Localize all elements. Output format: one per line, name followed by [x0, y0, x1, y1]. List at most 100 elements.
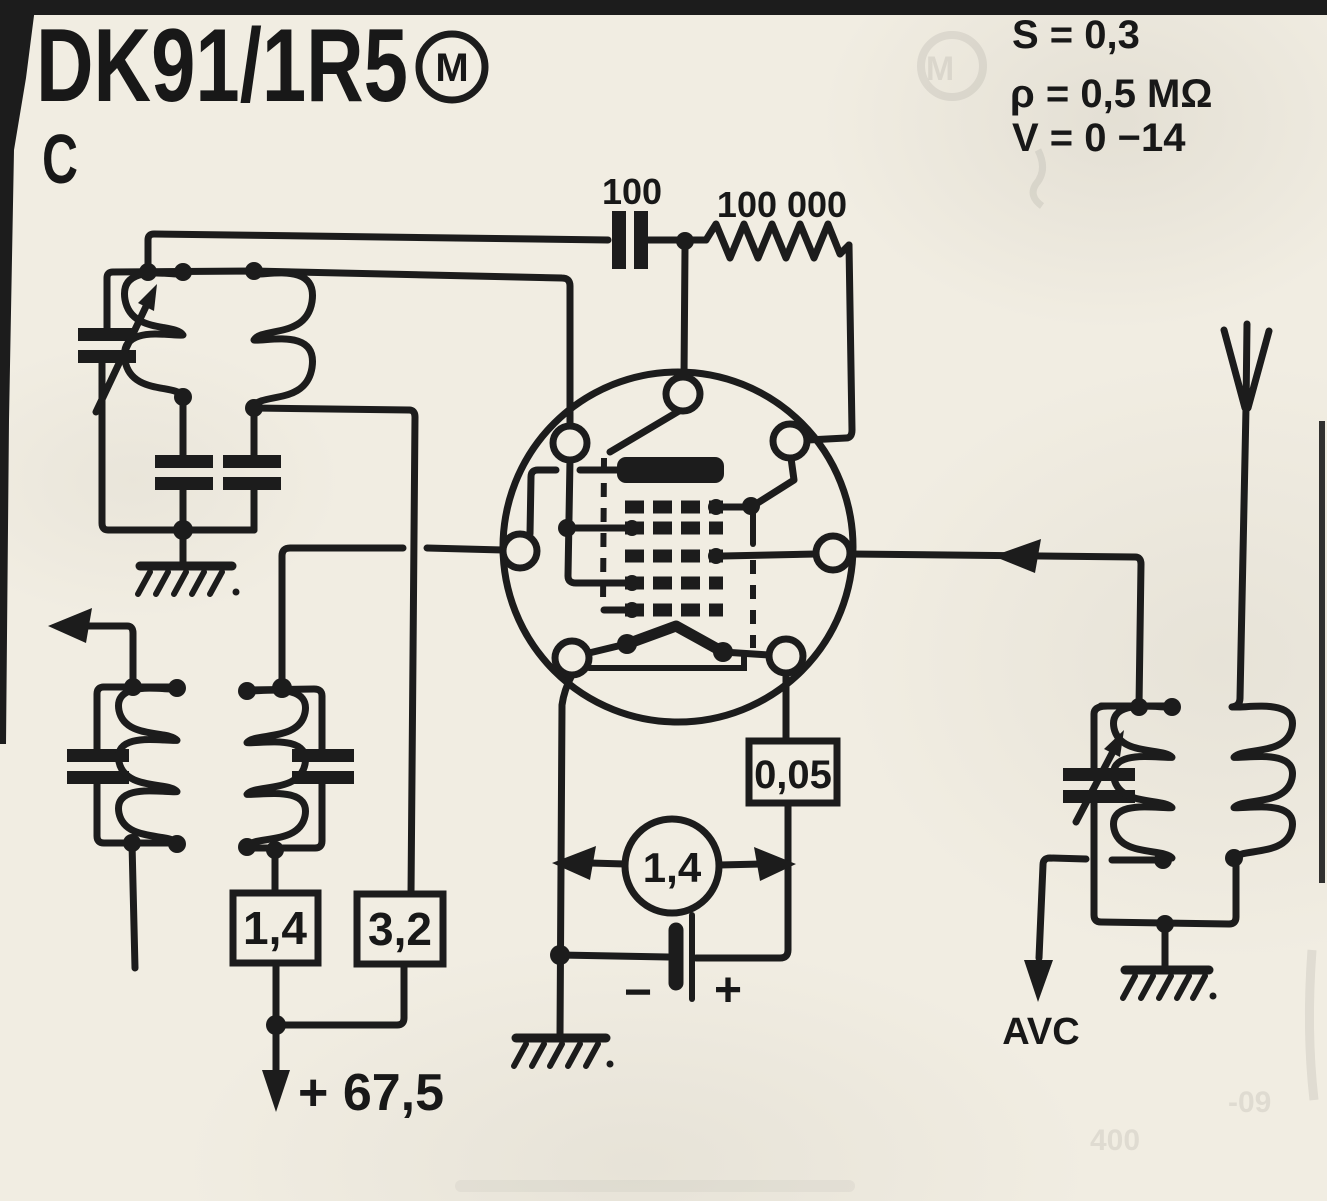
tube-type-title: DK91/1R5 — [36, 8, 408, 124]
osc-coil-secondary — [250, 269, 316, 410]
screen-voltage-box — [353, 890, 447, 968]
junction-dot — [1163, 698, 1181, 716]
page-frame — [0, 0, 1327, 883]
tube-pin — [769, 420, 811, 462]
wire — [692, 862, 792, 962]
variable-capacitor-arrow — [1072, 738, 1122, 826]
junction-dot — [1130, 698, 1148, 716]
osc-coil-primary — [121, 269, 187, 400]
junction-dot — [238, 838, 256, 856]
junction-dot — [550, 945, 570, 965]
capacitor-plate — [67, 749, 129, 762]
meter-arrow-shaft — [586, 859, 629, 868]
screen-strap — [564, 456, 629, 587]
arrowhead — [552, 846, 596, 880]
wire — [250, 404, 413, 414]
screen-feed-wire — [405, 406, 419, 898]
arrowhead — [262, 1070, 290, 1112]
tube-internal-electrodes — [526, 407, 820, 671]
anode-bar — [617, 457, 724, 483]
battery-minus-label: − — [624, 966, 652, 1019]
capacitor-plate — [155, 455, 213, 468]
anode-output-wire — [278, 544, 507, 692]
if-coil-primary — [115, 684, 181, 847]
pentagrid-tube — [499, 368, 857, 726]
svg-text:400: 400 — [1090, 1124, 1140, 1157]
circuit-variant-label: C — [42, 120, 78, 198]
if-coil-secondary — [243, 686, 309, 850]
spec-annotations: S = 0,3 ρ = 0,5 MΩ V = 0 −14 — [1010, 13, 1212, 160]
meter-arrow-shaft — [715, 860, 766, 869]
junction-dot — [139, 263, 157, 281]
antenna-coil-secondary — [1110, 702, 1176, 862]
wire — [423, 544, 507, 554]
wire — [93, 780, 181, 847]
open-stub-wire — [128, 839, 139, 972]
junction-dot — [124, 678, 142, 696]
capacitor-plate — [634, 211, 648, 269]
wire — [98, 359, 258, 534]
capacitor-plate — [292, 749, 354, 762]
hv-supply-label: + 67,5 — [298, 1064, 444, 1122]
ground-symbol — [135, 561, 240, 597]
if-transformer — [48, 608, 354, 972]
wire — [276, 960, 408, 1029]
signal-input-wire — [846, 539, 1145, 710]
supply-voltage-boxes: 1,4 3,2 + 67,5 — [229, 889, 447, 1122]
arrowhead — [754, 847, 796, 881]
filament-meter-value: 1,4 — [643, 844, 702, 891]
coupling-capacitor-value: 0,05 — [754, 753, 832, 797]
antenna-coil-primary — [1230, 702, 1296, 862]
brand-badge-circle — [415, 30, 489, 104]
junction-dot — [173, 520, 193, 540]
junction-dot — [174, 388, 192, 406]
torn-edge-left — [0, 0, 36, 744]
wire — [278, 544, 407, 692]
wire — [144, 230, 612, 276]
junction-dot — [558, 519, 576, 537]
ground-symbol — [511, 1033, 614, 1069]
spec-plate-resistance: ρ = 0,5 MΩ — [1010, 72, 1212, 116]
filament-lead — [585, 642, 622, 657]
wire — [556, 671, 576, 1039]
capacitor-plate — [223, 455, 281, 468]
coupling-capacitor-box — [745, 737, 841, 807]
arrowhead — [138, 284, 157, 311]
filament — [621, 620, 729, 658]
arrowhead — [1024, 960, 1053, 1002]
junction-dot — [272, 678, 292, 698]
variable-capacitor-plate — [78, 328, 136, 341]
capacitor-plate — [155, 477, 213, 490]
wire — [556, 951, 672, 961]
tube-pin — [662, 373, 704, 415]
resistor-zigzag — [702, 220, 853, 262]
avc-wire — [1035, 854, 1090, 962]
anode-lead — [526, 466, 560, 538]
oscillator-tank — [78, 262, 574, 597]
resistor-value-label: 100 000 — [717, 184, 847, 225]
antenna-tank: AVC — [1002, 320, 1296, 1053]
heading: DK91/1R5 M C — [36, 8, 489, 198]
capacitor-plate — [67, 771, 129, 784]
wire — [243, 685, 326, 753]
junction-dot — [1154, 851, 1172, 869]
wire — [1090, 799, 1233, 928]
capacitor-value-label: 100 — [602, 171, 662, 212]
spec-transconductance: S = 0,3 — [1012, 13, 1140, 57]
variable-capacitor-plate — [1063, 790, 1135, 803]
junction-dot — [168, 679, 186, 697]
junction-dot — [1225, 849, 1243, 867]
brand-badge-letter: M — [435, 46, 468, 90]
tube-pin — [549, 422, 591, 464]
tube-pin — [765, 635, 807, 677]
wire — [846, 550, 1145, 710]
svg-text:M: M — [926, 50, 954, 88]
junction-dot — [245, 399, 263, 417]
wire — [93, 683, 137, 753]
arrowhead — [48, 608, 92, 643]
junction-dot — [238, 682, 256, 700]
junction-dot — [174, 263, 192, 281]
screen-voltage-value: 3,2 — [368, 903, 432, 955]
avc-label: AVC — [1002, 1011, 1079, 1053]
